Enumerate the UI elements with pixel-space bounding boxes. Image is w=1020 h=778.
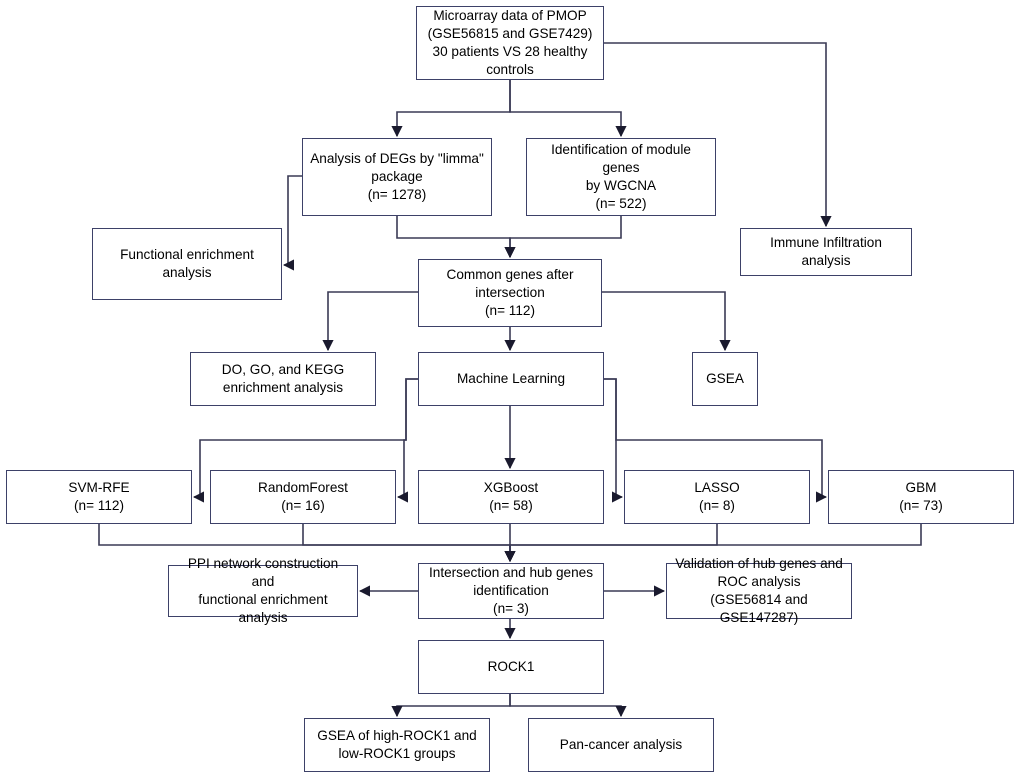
edge-common-to-dogokegg: [322, 291, 418, 352]
edge-ml-to-randomforest: [396, 378, 418, 503]
node-lasso[interactable]: LASSO (n= 8): [624, 470, 810, 524]
node-do-go-kegg[interactable]: DO, GO, and KEGG enrichment analysis: [190, 352, 376, 406]
node-functional-enrichment-label: Functional enrichment analysis: [120, 246, 254, 280]
node-immune-infiltration-label: Immune Infiltration analysis: [770, 234, 882, 268]
node-microarray-data[interactable]: Microarray data of PMOP (GSE56815 and GS…: [416, 6, 604, 80]
node-randomforest[interactable]: RandomForest (n= 16): [210, 470, 396, 524]
node-gbm[interactable]: GBM (n= 73): [828, 470, 1014, 524]
edge-microarray-to-wgcna: [509, 80, 627, 138]
node-xgboost-label: XGBoost (n= 58): [483, 479, 539, 513]
node-gsea-rock1-groups[interactable]: GSEA of high-ROCK1 and low-ROCK1 groups: [304, 718, 490, 772]
node-machine-learning[interactable]: Machine Learning: [418, 352, 604, 406]
edge-rock1-to-pancancer: [509, 694, 627, 718]
node-wgcna-modules[interactable]: Identification of module genes by WGCNA …: [526, 138, 716, 216]
node-intersection-hub-genes-label: Intersection and hub genes identificatio…: [428, 564, 593, 617]
node-svm-rfe-label: SVM-RFE (n= 112): [68, 479, 130, 513]
node-validation-roc[interactable]: Validation of hub genes and ROC analysis…: [666, 556, 852, 625]
node-functional-enrichment[interactable]: Functional enrichment analysis: [92, 228, 282, 300]
node-machine-learning-label: Machine Learning: [456, 370, 566, 386]
node-gsea-label: GSEA: [706, 370, 744, 386]
node-validation-roc-label: Validation of hub genes and ROC analysis…: [675, 555, 843, 626]
edge-common-to-gsea: [602, 291, 731, 352]
node-rock1-label: ROCK1: [487, 658, 535, 674]
node-common-genes[interactable]: Common genes after intersection (n= 112): [418, 259, 602, 327]
node-intersection-hub-genes[interactable]: Intersection and hub genes identificatio…: [418, 563, 604, 619]
edge-ml-to-lasso: [604, 378, 624, 503]
node-rock1[interactable]: ROCK1: [418, 640, 604, 694]
edge-rock1-to-gsea-rock1: [391, 694, 511, 718]
edge-degs-to-functional: [282, 175, 302, 271]
node-svm-rfe[interactable]: SVM-RFE (n= 112): [6, 470, 192, 524]
node-degs-limma-label: Analysis of DEGs by "limma" package (n= …: [310, 150, 484, 203]
node-randomforest-label: RandomForest (n= 16): [258, 479, 348, 513]
node-lasso-label: LASSO (n= 8): [694, 479, 740, 513]
node-ppi-network[interactable]: PPI network construction and functional …: [168, 556, 358, 625]
node-gsea-rock1-groups-label: GSEA of high-ROCK1 and low-ROCK1 groups: [317, 727, 477, 761]
node-do-go-kegg-label: DO, GO, and KEGG enrichment analysis: [221, 361, 345, 395]
node-common-genes-label: Common genes after intersection (n= 112): [446, 266, 574, 319]
node-immune-infiltration[interactable]: Immune Infiltration analysis: [740, 228, 912, 276]
node-pan-cancer-analysis-label: Pan-cancer analysis: [559, 736, 683, 752]
node-degs-limma[interactable]: Analysis of DEGs by "limma" package (n= …: [302, 138, 492, 216]
node-microarray-data-label: Microarray data of PMOP (GSE56815 and GS…: [427, 7, 593, 78]
edge-wgcna-to-common: [504, 216, 622, 259]
node-gbm-label: GBM (n= 73): [899, 479, 943, 513]
node-gsea[interactable]: GSEA: [692, 352, 758, 406]
node-xgboost[interactable]: XGBoost (n= 58): [418, 470, 604, 524]
node-wgcna-modules-label: Identification of module genes by WGCNA …: [551, 141, 691, 212]
node-pan-cancer-analysis[interactable]: Pan-cancer analysis: [528, 718, 714, 772]
edge-degs-to-common: [396, 216, 516, 259]
edge-microarray-to-degs: [391, 80, 511, 138]
node-ppi-network-label: PPI network construction and functional …: [187, 555, 339, 626]
